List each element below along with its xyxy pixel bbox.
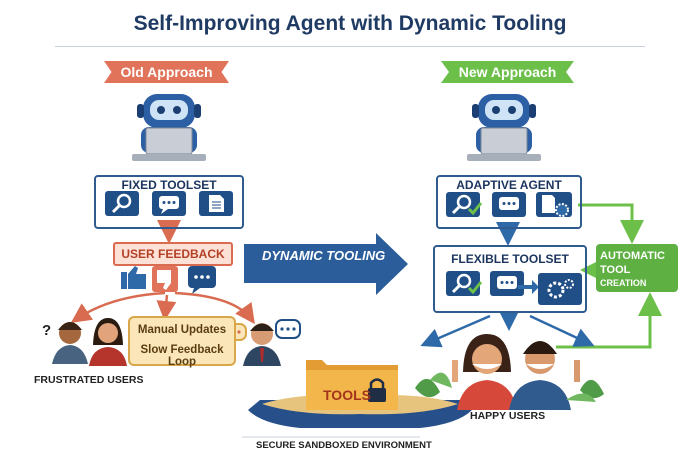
toolset-gear-icon (538, 273, 582, 305)
frustrated-user-1 (52, 322, 88, 364)
manual-updates-text: Manual Updates (137, 324, 227, 336)
old-search-icon (105, 191, 139, 216)
happy-users-caption: HAPPY USERS (470, 410, 546, 422)
old-approach-ribbon: Old Approach (104, 61, 229, 83)
new-laptop-icon (467, 127, 541, 161)
sandbox-caption: SECURE SANDBOXED ENVIRONMENT (256, 440, 432, 451)
dynamic-tooling-arrow (244, 233, 408, 295)
flexible-toolset-label: FLEXIBLE TOOLSET (451, 252, 569, 266)
happy-user-1 (452, 334, 517, 410)
lock-icon (368, 378, 386, 402)
adaptive-agent-label: ADAPTIVE AGENT (456, 178, 562, 192)
auto-line-1: AUTOMATIC (600, 250, 665, 262)
auto-line-2: TOOL (600, 264, 631, 276)
flexible-toolset-panel (433, 245, 587, 313)
dynamic-tooling-label: DYNAMIC TOOLING (262, 248, 386, 263)
auto-line-3: CREATION (600, 278, 647, 288)
tools-folder-label: TOOLS (323, 387, 371, 403)
frustrated-user-2 (89, 318, 127, 366)
old-chat-icon (152, 191, 186, 216)
agent-document-gear-icon (536, 192, 572, 217)
old-laptop-icon (132, 127, 206, 161)
fixed-toolset-panel (94, 175, 244, 229)
thumbs-down-icon (152, 266, 178, 292)
toolset-search-icon (446, 271, 483, 296)
new-approach-ribbon: New Approach (441, 61, 574, 83)
question-mark: ? (42, 322, 52, 339)
frustrated-chat-icon (275, 319, 301, 339)
agent-chat-icon (492, 192, 526, 217)
happy-user-2 (509, 341, 580, 410)
leaves-left (415, 372, 452, 398)
feedback-chat-icon (188, 266, 216, 294)
leaves-right (566, 379, 604, 402)
frustrated-users-caption: FRUSTRATED USERS (34, 374, 144, 386)
frustrated-user-3 (243, 323, 281, 366)
old-document-icon (199, 191, 233, 216)
slow-feedback-text: Slow Feedback Loop (140, 344, 224, 368)
thumbs-up-icon (121, 266, 146, 289)
toolset-chat-icon (490, 271, 539, 296)
adaptive-agent-panel (436, 175, 582, 229)
diagram-title: Self-Improving Agent with Dynamic Toolin… (133, 12, 567, 35)
agent-search-icon (446, 192, 483, 217)
automatic-tool-creation-box: AUTOMATIC TOOL CREATION (596, 244, 678, 292)
user-feedback-label: USER FEEDBACK (113, 242, 233, 266)
fixed-toolset-label: FIXED TOOLSET (121, 178, 217, 192)
issues-note: Manual Updates Slow Feedback Loop (128, 316, 236, 368)
title-divider (55, 46, 645, 47)
